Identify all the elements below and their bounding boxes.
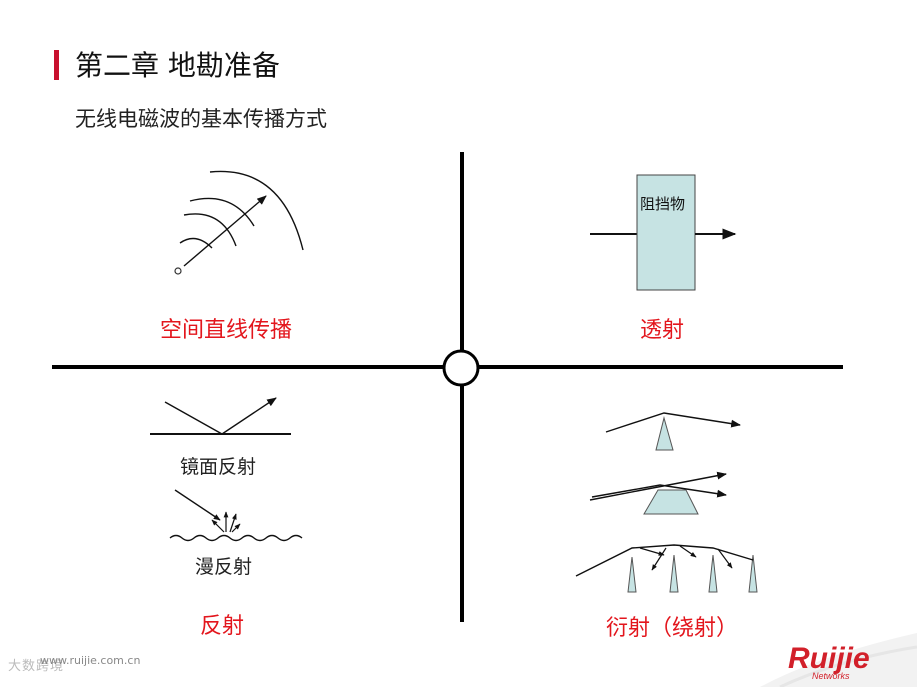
wavefront-arc-4 [209, 170, 304, 251]
scatter-ray-4 [231, 523, 241, 533]
label-line-of-sight: 空间直线传播 [160, 318, 293, 343]
title-accent-bar [54, 50, 59, 80]
transmission-figure [590, 174, 737, 291]
diffuse-incident-ray [174, 489, 221, 521]
diffraction-ray-3 [575, 544, 754, 577]
wavefront-arc-3 [189, 197, 255, 227]
diffraction-ray-2a [589, 471, 727, 501]
diffuse-reflection-figure [169, 489, 303, 542]
label-obstacle: 阻挡物 [640, 195, 686, 213]
label-diffuse-reflection: 漫反射 [195, 556, 253, 578]
scatter-ray-1 [211, 519, 225, 533]
slide-title: 第二章 地勘准备 [75, 49, 280, 82]
propagation-arrow [183, 195, 267, 267]
axis-center-circle [442, 349, 480, 387]
footer-url: www.ruijie.com.cn [40, 654, 141, 667]
wavefront-arc-1 [179, 237, 213, 249]
diffraction-branch-2 [679, 545, 697, 558]
diffraction-spike-4 [748, 554, 758, 593]
mirror-reflection-figure [150, 397, 291, 435]
diffraction-branch-1 [651, 547, 667, 571]
brand-tagline: Networks [812, 671, 850, 681]
label-transmission: 透射 [640, 318, 685, 343]
diffraction-obstacle-1 [655, 416, 674, 451]
diffraction-ray-1 [605, 412, 741, 433]
label-mirror-reflection: 镜面反射 [180, 456, 257, 478]
watermark: 大数跨境 [8, 659, 65, 674]
label-reflection: 反射 [200, 614, 245, 639]
wavefront-arc-2 [183, 213, 237, 247]
diffraction-spike-3 [708, 554, 718, 593]
incident-ray [164, 401, 223, 435]
diffraction-spike-2 [669, 554, 679, 593]
source-point [174, 267, 182, 275]
rough-surface [169, 534, 303, 542]
obstacle-box [636, 174, 696, 291]
scatter-ray-3 [229, 513, 237, 533]
diffraction-branch-3 [717, 548, 733, 569]
diffraction-branch-4 [639, 547, 665, 556]
reflected-ray [221, 397, 277, 435]
line-of-sight-figure [174, 170, 304, 275]
diffraction-ray-2b [591, 484, 727, 498]
diffraction-figure [575, 412, 758, 593]
slide-subtitle: 无线电磁波的基本传播方式 [75, 107, 327, 131]
brand-logo: Ruijie [788, 642, 870, 675]
label-diffraction: 衍射（绕射） [606, 616, 739, 641]
diffraction-obstacle-2 [643, 489, 699, 515]
logo-background [760, 633, 917, 687]
diffraction-spike-1 [627, 556, 637, 593]
